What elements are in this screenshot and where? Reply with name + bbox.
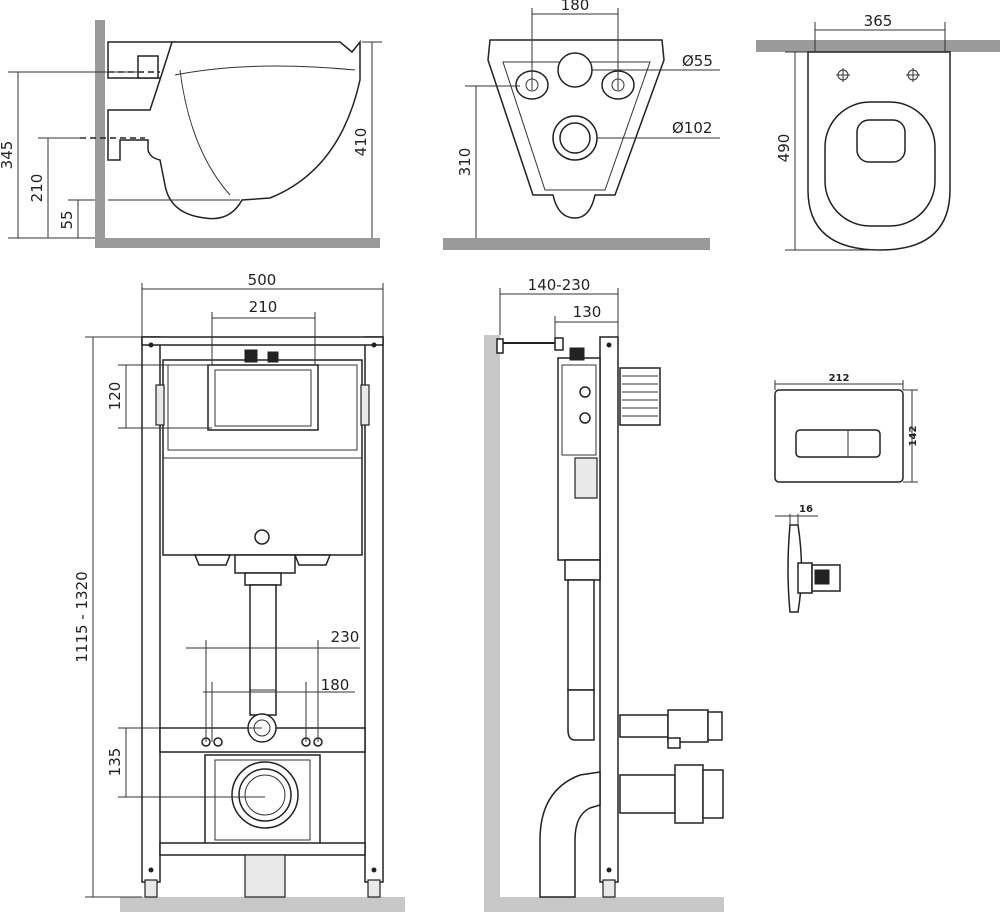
dim-frame-180: 180 (321, 676, 350, 694)
dim-plate-16: 16 (799, 504, 813, 515)
frame-foot-left (144, 879, 158, 898)
wall-vertical (95, 20, 105, 248)
hole-d55 (557, 52, 593, 88)
floor-frame-side (484, 897, 724, 912)
floor-frame (120, 897, 405, 912)
flush-button (795, 429, 881, 458)
toilet-rear-inner (502, 61, 651, 191)
flush-pipe-side (567, 579, 595, 691)
frame-side-view: 140-230 130 (484, 276, 724, 912)
frame-top-rail (141, 336, 384, 346)
bowl-inner-line (179, 69, 231, 196)
dim-frame-210: 210 (249, 298, 278, 316)
frame-front-view: 500 210 120 1115 - 1320 230 180 135 (73, 271, 405, 912)
dim-rear-180: 180 (561, 0, 590, 14)
toilet-rear-view: 180 Ø55 Ø102 310 (443, 0, 720, 250)
toilet-bowl-side (107, 39, 361, 220)
dim-side-depth: 140-230 (528, 276, 591, 294)
floor (95, 238, 380, 248)
bottom-rail (159, 842, 366, 856)
wall-top (756, 40, 1000, 52)
dim-side-130: 130 (573, 303, 602, 321)
frame-side-post (599, 336, 619, 883)
dim-top-490: 490 (775, 134, 793, 163)
flush-valve (254, 529, 270, 545)
wall-frame-side (484, 335, 500, 897)
waste-connector (619, 774, 676, 814)
dim-frame-135: 135 (106, 748, 124, 777)
dim-frame-120: 120 (106, 382, 124, 411)
mount-hole-left (836, 68, 850, 82)
dim-side-210: 210 (28, 174, 46, 203)
connector-pipe (619, 714, 669, 738)
dim-frame-500: 500 (248, 271, 277, 289)
service-opening (207, 364, 319, 431)
mount-hole-right (906, 68, 920, 82)
floor-rear (443, 238, 710, 250)
inlet-pipe (137, 55, 159, 79)
waste-pipe (244, 854, 286, 898)
dim-plate-142: 142 (908, 426, 919, 447)
dim-rear-310: 310 (456, 148, 474, 177)
dim-rear-d102: Ø102 (672, 119, 712, 137)
toilet-side-view: 345 210 55 410 (0, 20, 382, 248)
dim-frame-height: 1115 - 1320 (73, 571, 91, 662)
toilet-top-view: 365 490 (756, 12, 1000, 251)
dim-rear-d55: Ø55 (682, 52, 713, 70)
bowl-rim-line (174, 65, 356, 76)
toilet-opening (856, 119, 906, 163)
dim-top-365: 365 (864, 12, 893, 30)
dim-frame-230: 230 (331, 628, 360, 646)
flush-plate-front: 212 142 (774, 373, 919, 483)
dim-side-55: 55 (58, 210, 76, 229)
flush-pipe (249, 584, 277, 716)
dim-plate-212: 212 (829, 373, 850, 384)
dim-side-410: 410 (352, 128, 370, 157)
flush-plate-side: 16 (775, 504, 841, 613)
dim-side-345: 345 (0, 141, 16, 170)
toilet-seat (824, 101, 936, 227)
waste-bend (539, 771, 601, 898)
frame-foot-right (367, 879, 381, 898)
